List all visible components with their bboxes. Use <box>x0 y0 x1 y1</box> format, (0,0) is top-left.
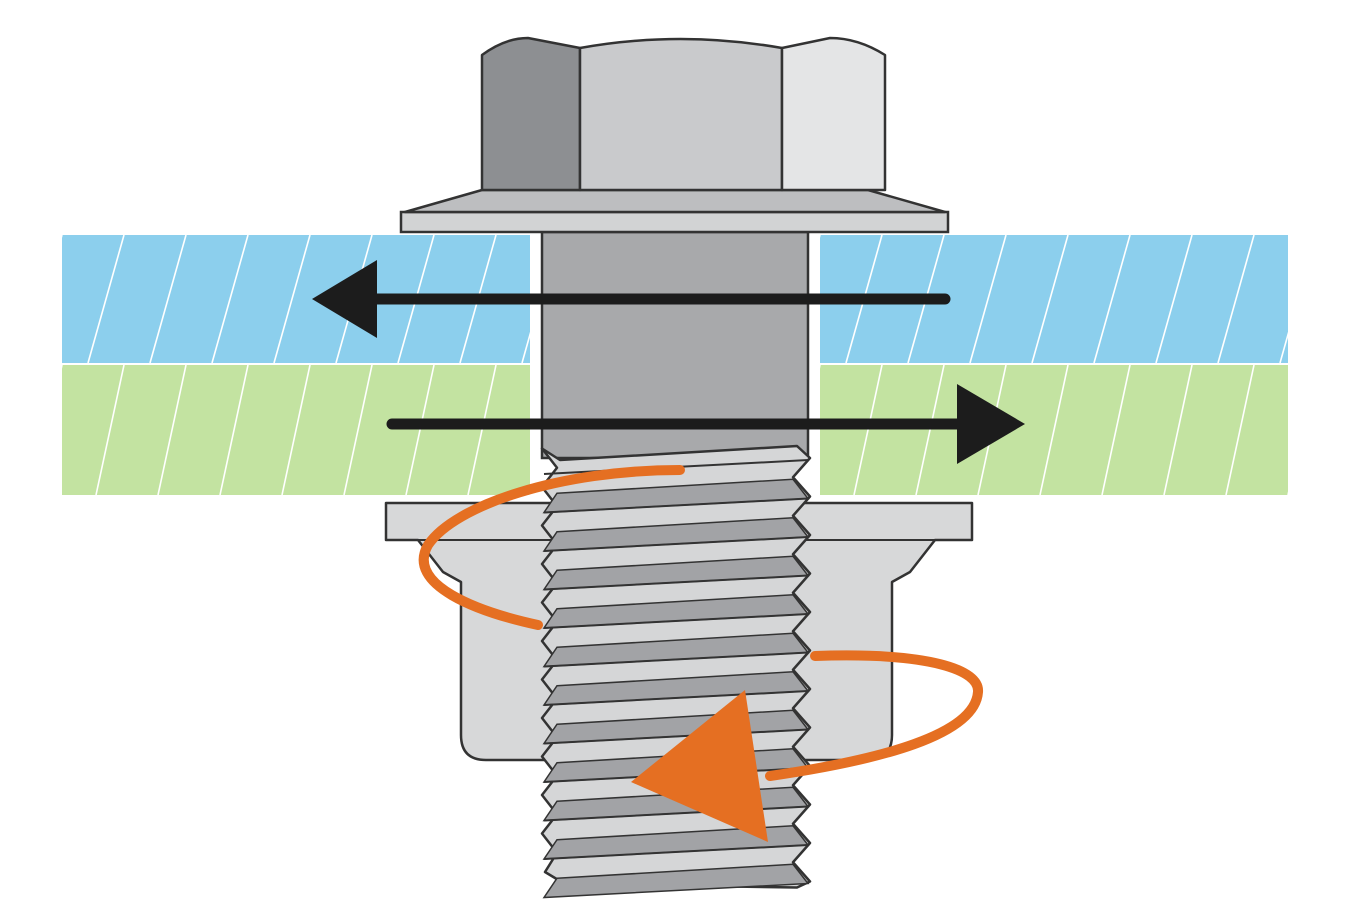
bolt-thread <box>542 446 810 898</box>
bolt-head-collar <box>405 190 945 212</box>
bolt-head <box>405 38 945 212</box>
thread-body <box>542 446 810 888</box>
hatch-line <box>34 365 62 495</box>
bolt-head-face-right <box>782 38 885 190</box>
hatch-line <box>26 235 62 363</box>
bolt-flange <box>401 212 948 232</box>
bolt-head-face-left <box>482 38 580 190</box>
bolt-head-face-center <box>580 39 782 190</box>
hatch-line <box>1288 365 1316 495</box>
